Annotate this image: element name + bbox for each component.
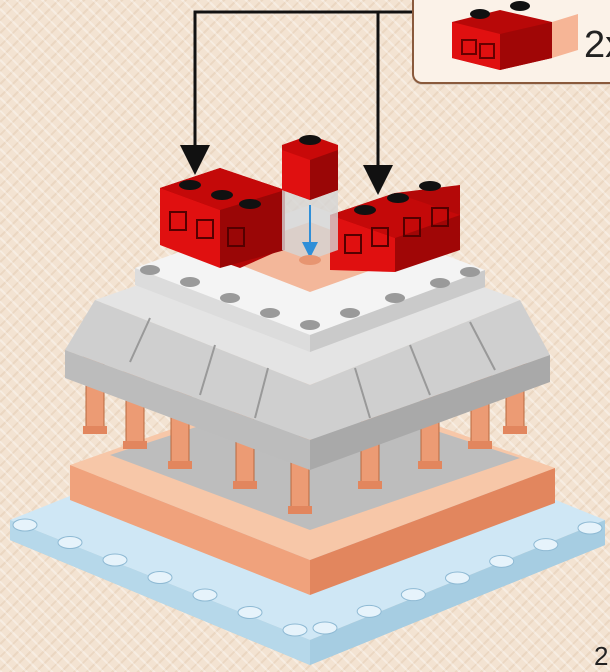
clip-stud — [385, 293, 405, 303]
base-stud — [357, 605, 381, 617]
callout-quantity-label: 2x — [584, 26, 610, 64]
base-stud — [313, 622, 337, 634]
base-stud — [193, 589, 217, 601]
base-stud — [446, 572, 470, 584]
page-number: 2 — [594, 641, 608, 671]
base-stud — [490, 555, 514, 567]
clip-stud — [430, 278, 450, 288]
base-stud — [534, 539, 558, 551]
base-stud — [238, 607, 262, 619]
base-stud — [283, 624, 307, 636]
clip-stud — [340, 308, 360, 318]
base-stud — [103, 554, 127, 566]
base-stud — [58, 537, 82, 549]
clip-stud — [260, 308, 280, 318]
base-stud — [401, 589, 425, 601]
base-stud — [578, 522, 602, 534]
clip-stud — [180, 277, 200, 287]
clip-stud — [140, 265, 160, 275]
clip-stud — [220, 293, 240, 303]
base-stud — [148, 572, 172, 584]
callout-part-red-brick-icon — [452, 1, 578, 70]
clip-stud — [460, 267, 480, 277]
base-stud — [13, 519, 37, 531]
clip-stud — [300, 320, 320, 330]
center-red-brick — [282, 135, 338, 265]
